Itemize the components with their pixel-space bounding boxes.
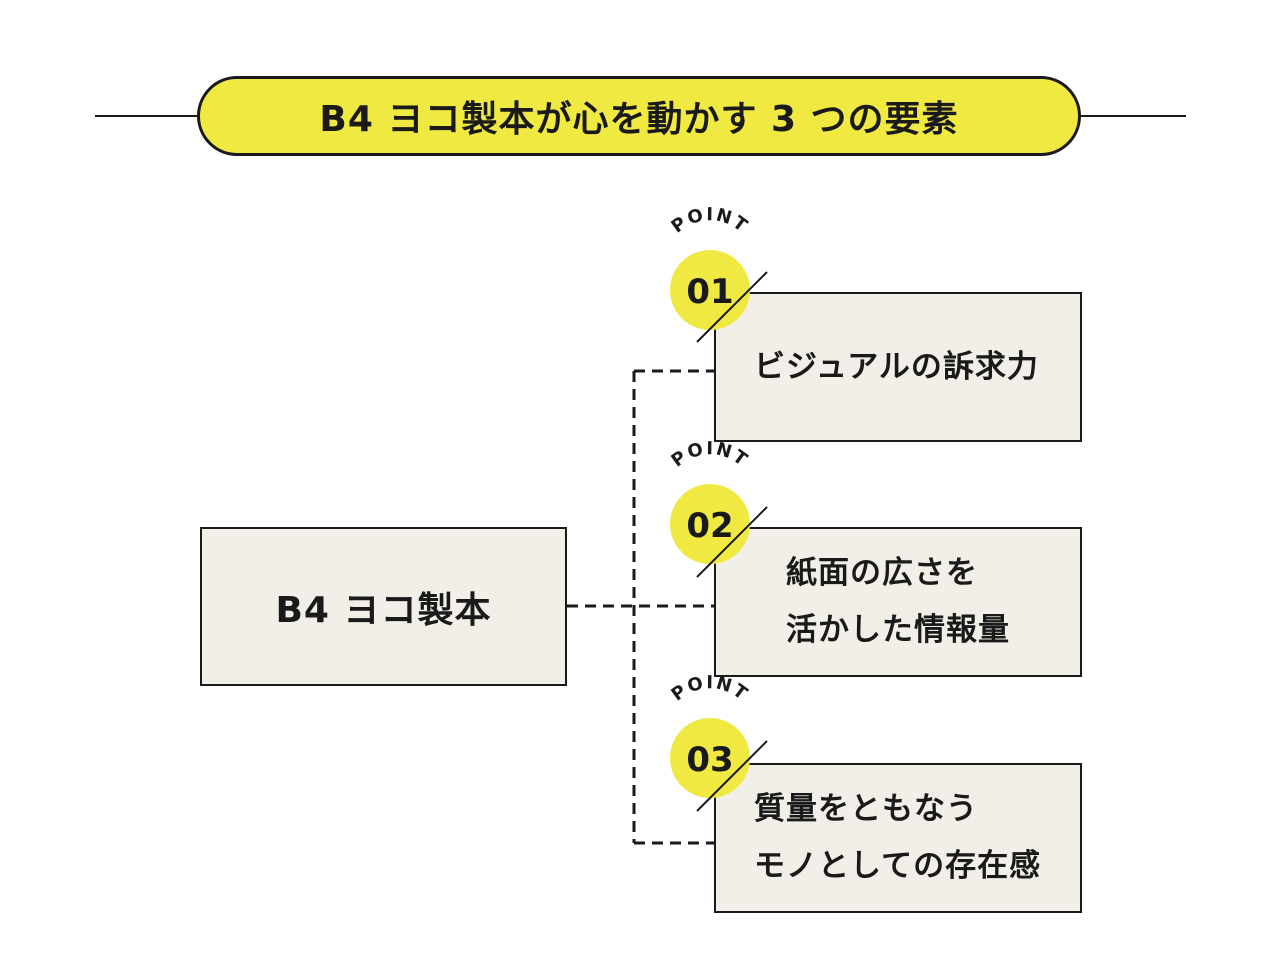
point-box-03: 質量をともなう モノとしての存在感 bbox=[714, 763, 1082, 913]
badge-02-point-label: POINT bbox=[668, 438, 753, 471]
badge-01-point-label: POINT bbox=[668, 204, 753, 237]
root-node-label: B4 ヨコ製本 bbox=[275, 589, 492, 631]
point-03-line-2: モノとしての存在感 bbox=[754, 848, 1042, 884]
badge-02-slash bbox=[696, 506, 768, 578]
point-01-line-1: ビジュアルの訴求力 bbox=[754, 348, 1039, 385]
point-badge-01: POINT 01 bbox=[668, 204, 768, 343]
point-02-line-1: 紙面の広さを bbox=[786, 555, 978, 591]
point-02-line-2: 活かした情報量 bbox=[786, 612, 1010, 648]
diagram-title: B4 ヨコ製本が心を動かす 3 つの要素 bbox=[197, 76, 1081, 156]
root-node: B4 ヨコ製本 bbox=[200, 527, 567, 686]
badge-01-slash bbox=[696, 271, 768, 343]
title-rule-left bbox=[95, 115, 199, 117]
badge-03-number: 03 bbox=[686, 740, 733, 780]
title-rule-right bbox=[1079, 115, 1186, 117]
badge-03-point-label: POINT bbox=[668, 672, 753, 705]
point-box-02: 紙面の広さを 活かした情報量 bbox=[714, 527, 1082, 677]
point-badge-03: POINT 03 bbox=[668, 672, 768, 812]
badge-02-number: 02 bbox=[686, 506, 733, 546]
point-badge-02: POINT 02 bbox=[668, 438, 768, 578]
point-box-01: ビジュアルの訴求力 bbox=[714, 292, 1082, 442]
badge-01-number: 01 bbox=[686, 272, 733, 312]
point-03-line-1: 質量をともなう bbox=[754, 791, 978, 827]
diagram-title-text: B4 ヨコ製本が心を動かす 3 つの要素 bbox=[319, 99, 959, 140]
badge-03-slash bbox=[696, 740, 768, 812]
